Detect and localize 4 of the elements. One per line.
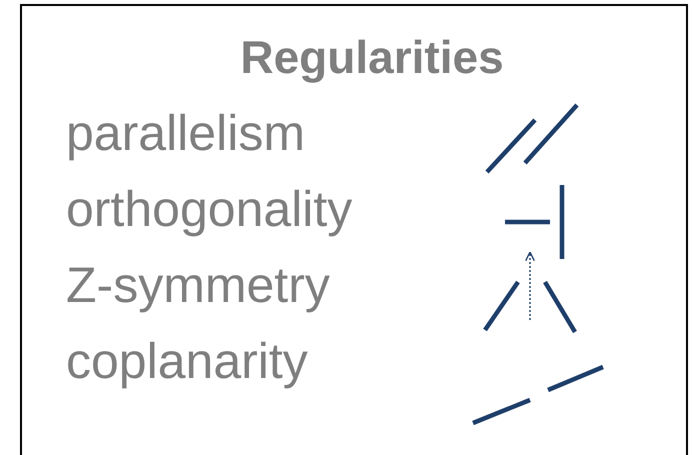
list-item-text: parallelism xyxy=(66,108,305,158)
list-item-text: orthogonality xyxy=(66,184,352,234)
list-item-text: Z-symmetry xyxy=(66,260,330,310)
list-item-text: coplanarity xyxy=(66,336,308,386)
